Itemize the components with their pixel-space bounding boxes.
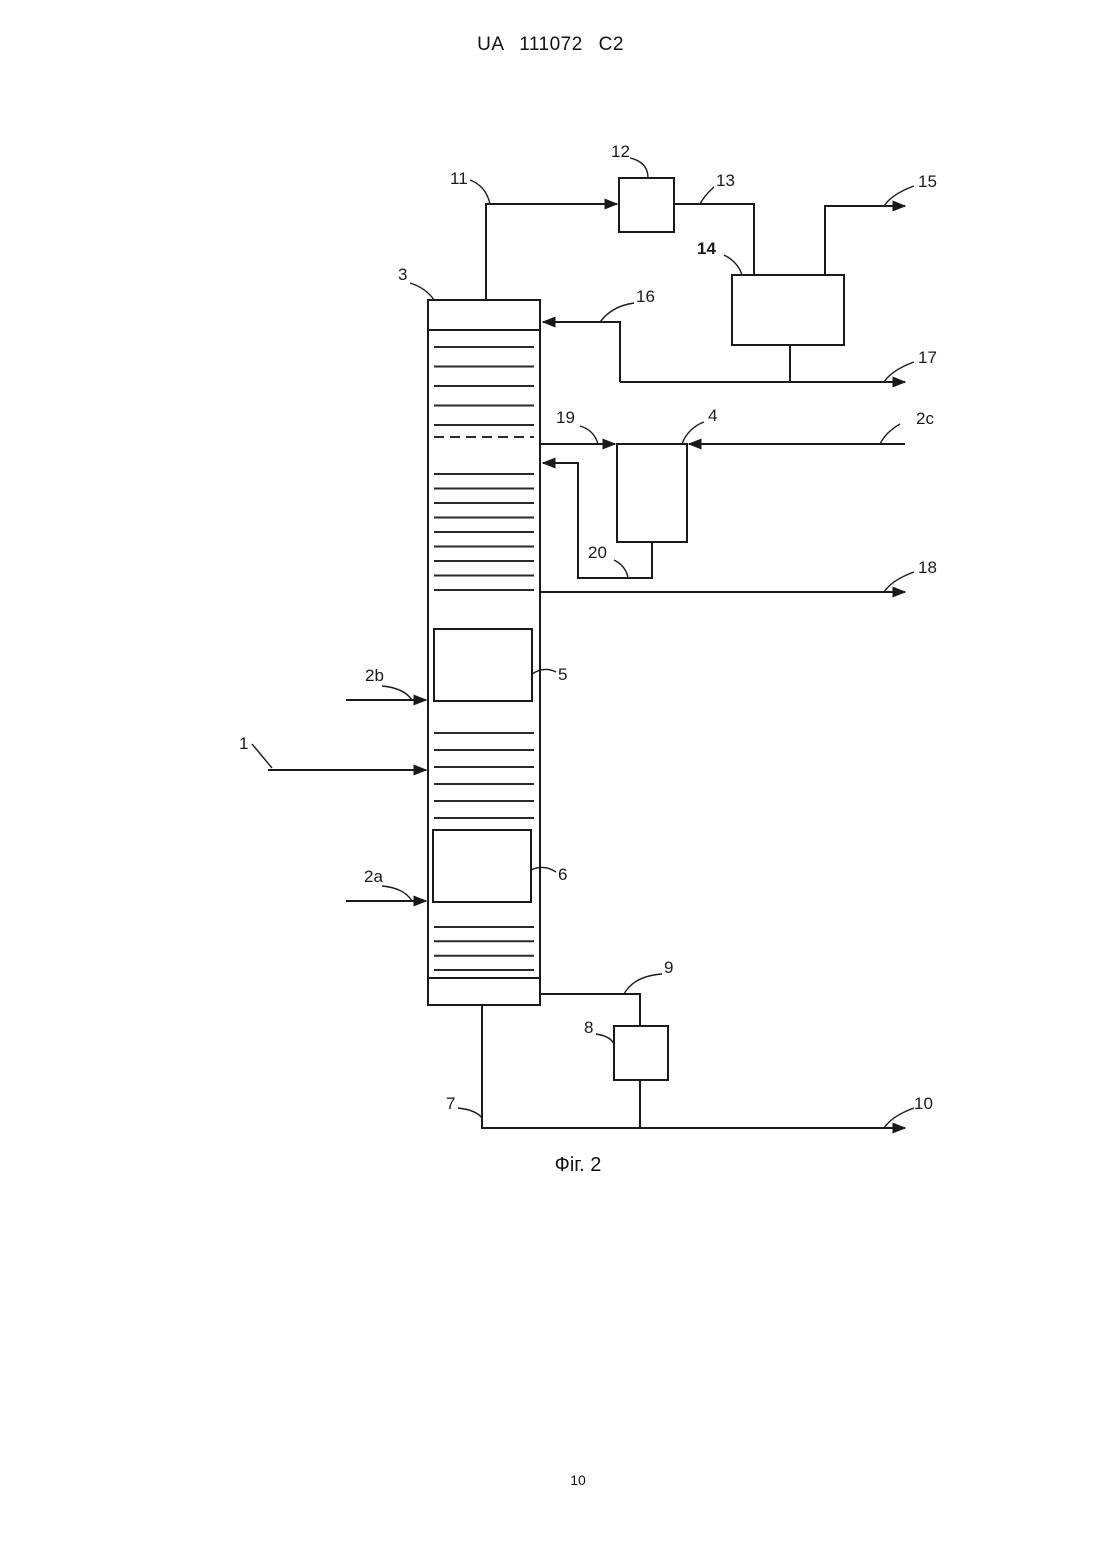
label-18: 18: [918, 558, 937, 577]
reaction-zone-5: [434, 629, 532, 701]
label-4: 4: [708, 406, 717, 425]
label-2a: 2a: [364, 867, 383, 886]
label-2b: 2b: [365, 666, 384, 685]
unit-12: [619, 178, 674, 232]
label-17: 17: [918, 348, 937, 367]
unit-14: [732, 275, 844, 345]
stream-15: [825, 206, 905, 275]
label-14: 14: [697, 239, 716, 258]
label-1: 1: [239, 734, 248, 753]
label-5: 5: [558, 665, 567, 684]
reaction-zone-6: [433, 830, 531, 902]
label-11: 11: [450, 169, 468, 188]
page-number: 10: [0, 1472, 1101, 1488]
label-2c: 2c: [916, 409, 934, 428]
label-15: 15: [918, 172, 937, 191]
unit-4: [617, 444, 687, 542]
column-trays: [434, 347, 534, 970]
figure-caption: Фіг. 2: [0, 1154, 1101, 1177]
stream-7: [482, 1005, 905, 1128]
label-10: 10: [914, 1094, 933, 1113]
label-8: 8: [584, 1018, 593, 1037]
label-3: 3: [398, 265, 407, 284]
leader-lines: [252, 158, 914, 1128]
reference-labels: 1 2b 2a 3 11 12 13 14 15 16 17 19 4 2c 2…: [239, 142, 937, 1113]
label-6: 6: [558, 865, 567, 884]
label-9: 9: [664, 958, 673, 977]
label-20: 20: [588, 543, 607, 562]
label-12: 12: [611, 142, 630, 161]
stream-16: [543, 322, 620, 382]
distillation-column: [428, 300, 540, 1005]
label-19: 19: [556, 408, 575, 427]
label-13: 13: [716, 171, 735, 190]
label-7: 7: [446, 1094, 455, 1113]
stream-11: [486, 204, 617, 300]
label-16: 16: [636, 287, 655, 306]
unit-8: [614, 1026, 668, 1080]
